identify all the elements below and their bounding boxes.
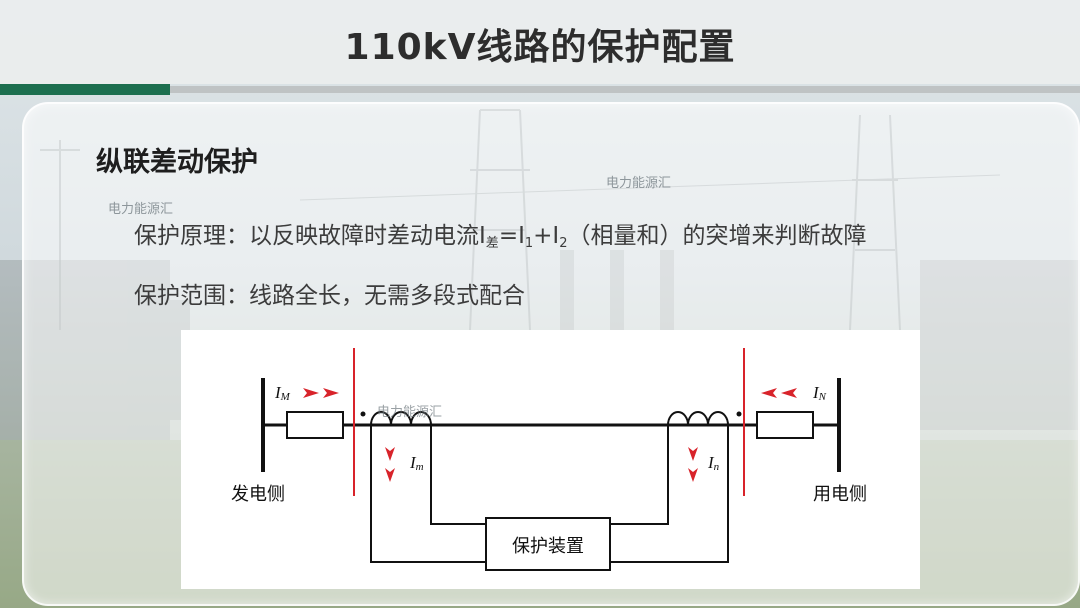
right-ct-polarity-dot: [736, 411, 742, 417]
principle-text-after: （相量和）的突增来判断故障: [567, 223, 867, 249]
right-current-sub: N: [818, 391, 827, 403]
left-ct-current-symbol: I: [409, 453, 417, 472]
right-ct-current-sub: n: [714, 461, 720, 473]
right-current-symbol: I: [812, 383, 820, 402]
left-ct-coil: [370, 411, 432, 426]
title-accent-green: [0, 84, 170, 95]
diagram-watermark: 电力能源汇: [377, 405, 442, 420]
right-current-label: IN: [812, 383, 827, 403]
watermark-text: 电力能源汇: [108, 202, 174, 217]
left-ct-current-arrow: [385, 447, 395, 482]
left-current-sub: M: [280, 391, 291, 403]
principle-sub-2: 2: [559, 236, 568, 251]
principle-bullet: 保护原理：以反映故障时差动电流I差=I1+I2（相量和）的突增来判断故障: [134, 216, 867, 251]
right-ct-current-label: In: [707, 453, 720, 473]
left-ct-current-sub: m: [416, 461, 424, 473]
title-accent-gray: [170, 86, 1080, 93]
left-secondary-inner: [430, 425, 486, 525]
protection-device-label: 保护装置: [512, 536, 584, 557]
differential-protection-diagram: 保护装置 IM IN Im In 发电侧 用电侧 电力能源汇: [181, 330, 920, 589]
range-bullet: 保护范围：线路全长，无需多段式配合: [134, 276, 525, 310]
range-label: 保护范围：: [134, 283, 249, 309]
principle-text: 以反映故障时差动电流I: [249, 223, 486, 249]
slide-title: 110kV线路的保护配置: [344, 27, 736, 68]
right-impedance: [756, 411, 814, 439]
right-ct-current-arrow: [688, 447, 698, 482]
left-current-label: IM: [274, 383, 291, 403]
title-bar: 110kV线路的保护配置: [0, 0, 1080, 84]
right-current-arrow: [761, 388, 797, 398]
principle-sub-1: 1: [524, 236, 534, 251]
principle-sub-diff: 差: [485, 236, 499, 251]
protection-device-box: [485, 517, 611, 571]
right-ct-coil: [667, 411, 729, 426]
principle-plus: +I: [533, 223, 560, 249]
right-end-label: 用电侧: [813, 484, 867, 505]
right-secondary-inner: [610, 425, 669, 525]
range-text: 线路全长，无需多段式配合: [249, 283, 525, 309]
principle-equals: =I: [498, 223, 525, 249]
left-ct-polarity-dot: [360, 411, 366, 417]
diagram-svg: 保护装置 IM IN Im In 发电侧 用电侧 电力能源汇: [231, 348, 867, 571]
left-current-symbol: I: [274, 383, 282, 402]
watermark-text: 电力能源汇: [606, 176, 672, 191]
left-impedance: [286, 411, 344, 439]
principle-label: 保护原理：: [134, 223, 249, 249]
right-ct-current-symbol: I: [707, 453, 715, 472]
section-heading: 纵联差动保护: [96, 147, 258, 178]
left-secondary-outer: [370, 425, 486, 563]
right-secondary-outer: [610, 425, 729, 563]
left-end-label: 发电侧: [231, 484, 285, 505]
left-ct-current-label: Im: [409, 453, 424, 473]
left-current-arrow: [303, 388, 339, 398]
